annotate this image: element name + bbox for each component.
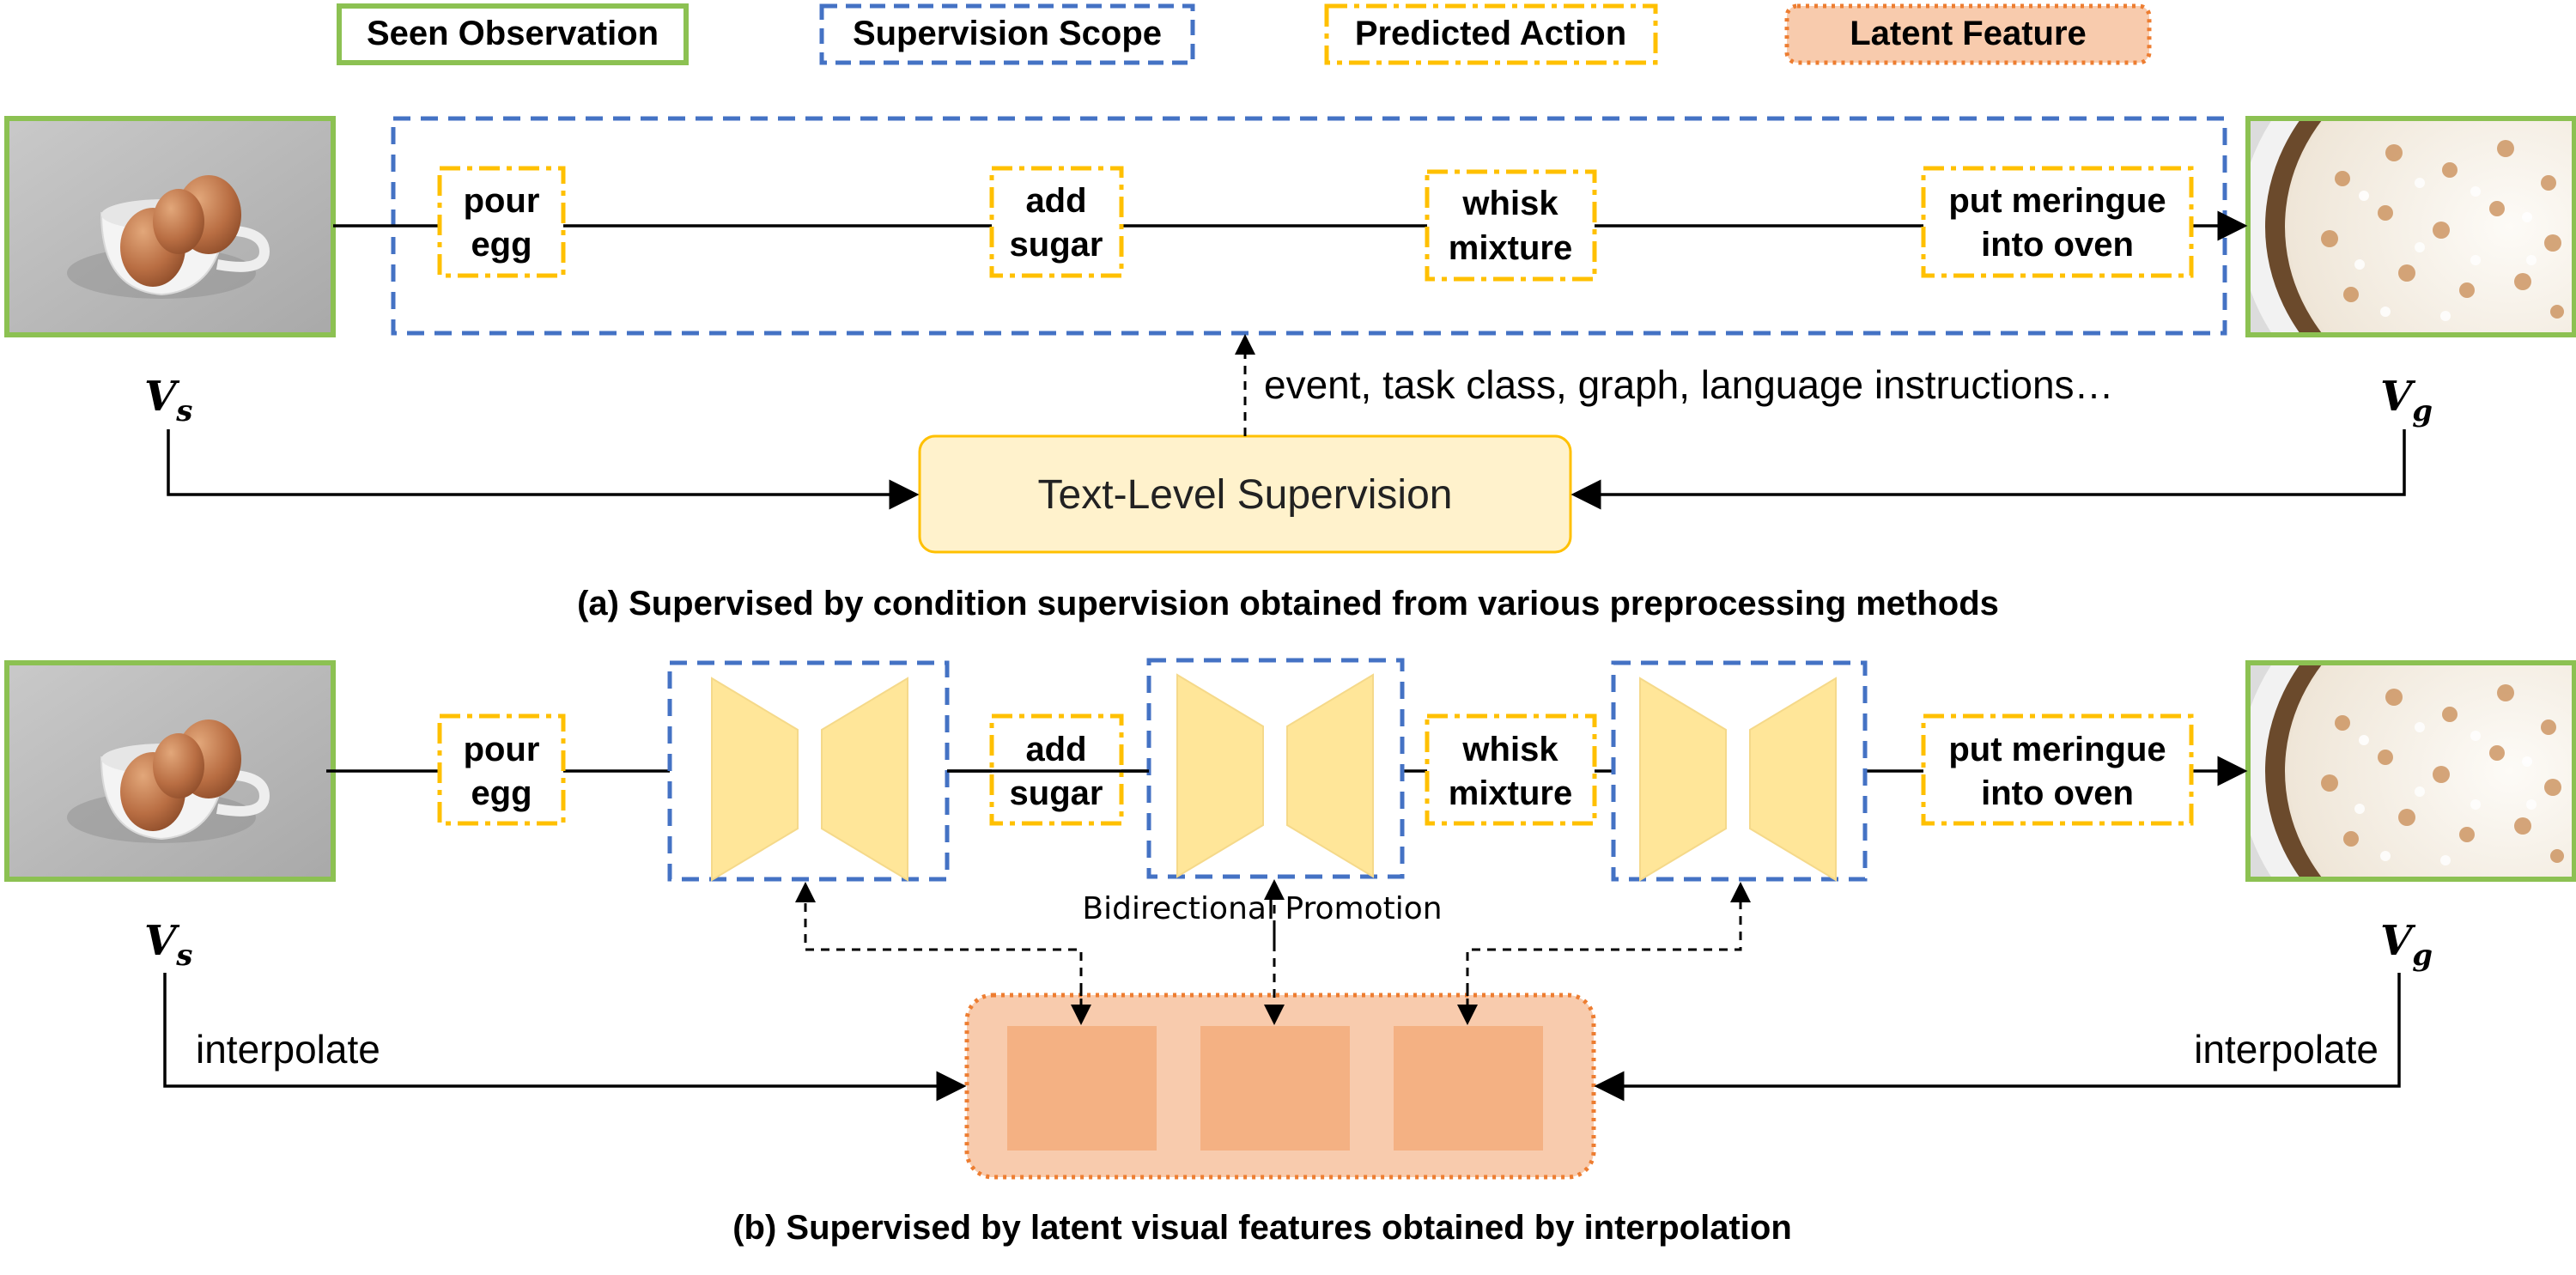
action-label-line1: add — [1025, 731, 1086, 768]
latent-feature-block-1 — [1007, 1026, 1157, 1151]
legend-latent-feature-box — [1784, 3, 2152, 65]
action-box-add-sugar-a: add sugar — [989, 166, 1124, 278]
bidirectional-promotion-label: Bidirectional Promotion — [1082, 891, 1442, 926]
network-block-3 — [1611, 660, 1868, 882]
start-observation-image-b — [4, 660, 336, 882]
bidirectional-arrow-3 — [1457, 882, 1751, 1025]
vs-label-a: Vs — [144, 373, 192, 428]
action-label-line2: sugar — [1010, 226, 1103, 264]
action-box-whisk-mixture-b: whisk mixture — [1425, 713, 1597, 826]
legend-predicted-action-label: Predicted Action — [1355, 15, 1626, 52]
legend: Seen Observation Supervision Scope Predi… — [337, 3, 2152, 65]
caption-a: (a) Supervised by condition supervision … — [577, 585, 1999, 622]
action-label-line2: egg — [471, 774, 532, 812]
legend-supervision-scope-label: Supervision Scope — [853, 15, 1162, 52]
legend-latent-feature-label: Latent Feature — [1850, 15, 2087, 52]
action-box-put-meringue-b: put meringue into oven — [1921, 713, 2194, 826]
start-observation-image-a — [4, 116, 336, 337]
interpolate-label-left: interpolate — [196, 1027, 380, 1072]
goal-observation-image-b — [2245, 660, 2576, 882]
vs-label-b: Vs — [144, 917, 192, 973]
text-level-supervision-label: Text-Level Supervision — [1038, 472, 1453, 518]
caption-b: (b) Supervised by latent visual features… — [732, 1209, 1792, 1247]
latent-feature-block-2 — [1200, 1026, 1350, 1151]
action-label-line2: egg — [471, 226, 532, 264]
panel-b: pour egg add sugar whisk mixture put mer… — [4, 658, 2576, 1247]
action-label-line2: mixture — [1449, 229, 1573, 267]
action-label-line2: mixture — [1449, 774, 1573, 812]
legend-predicted-action-box — [1324, 3, 1658, 65]
vg-label-b: Vg — [2380, 917, 2433, 973]
action-label-line2: into oven — [1981, 226, 2134, 264]
legend-seen-observation-box — [337, 3, 689, 65]
action-label-line2: into oven — [1981, 774, 2134, 812]
vs-to-supervision-arrow — [167, 429, 920, 510]
supervision-types-label: event, task class, graph, language instr… — [1264, 362, 2114, 407]
legend-supervision-scope-box — [819, 3, 1195, 65]
action-label-line1: pour — [464, 731, 540, 768]
action-box-whisk-mixture-a: whisk mixture — [1425, 169, 1597, 282]
action-label-line1: pour — [464, 182, 540, 220]
vg-interpolate-arrow — [1594, 973, 2401, 1102]
vs-interpolate-arrow — [163, 973, 967, 1102]
legend-seen-observation-label: Seen Observation — [367, 15, 659, 52]
interpolate-label-right: interpolate — [2194, 1027, 2379, 1072]
vg-label-a: Vg — [2380, 373, 2433, 428]
action-label-line1: put meringue — [1948, 731, 2166, 768]
action-box-put-meringue-a: put meringue into oven — [1921, 166, 2194, 278]
action-label-line1: whisk — [1461, 731, 1558, 768]
network-block-1 — [667, 660, 950, 882]
latent-feature-block-3 — [1394, 1026, 1543, 1151]
action-label-line1: put meringue — [1948, 182, 2166, 220]
bidirectional-arrow-1 — [795, 882, 1091, 1025]
network-block-2 — [1146, 658, 1405, 879]
action-box-pour-egg-b: pour egg — [437, 713, 566, 826]
action-box-pour-egg-a: pour egg — [437, 166, 566, 278]
action-label-line1: whisk — [1461, 185, 1558, 222]
panel-a: pour egg add sugar whisk mixture put mer… — [4, 116, 2576, 622]
action-label-line2: sugar — [1010, 774, 1103, 812]
action-label-line1: add — [1025, 182, 1086, 220]
goal-observation-image-a — [2245, 116, 2576, 337]
vg-to-supervision-arrow — [1571, 429, 2406, 510]
